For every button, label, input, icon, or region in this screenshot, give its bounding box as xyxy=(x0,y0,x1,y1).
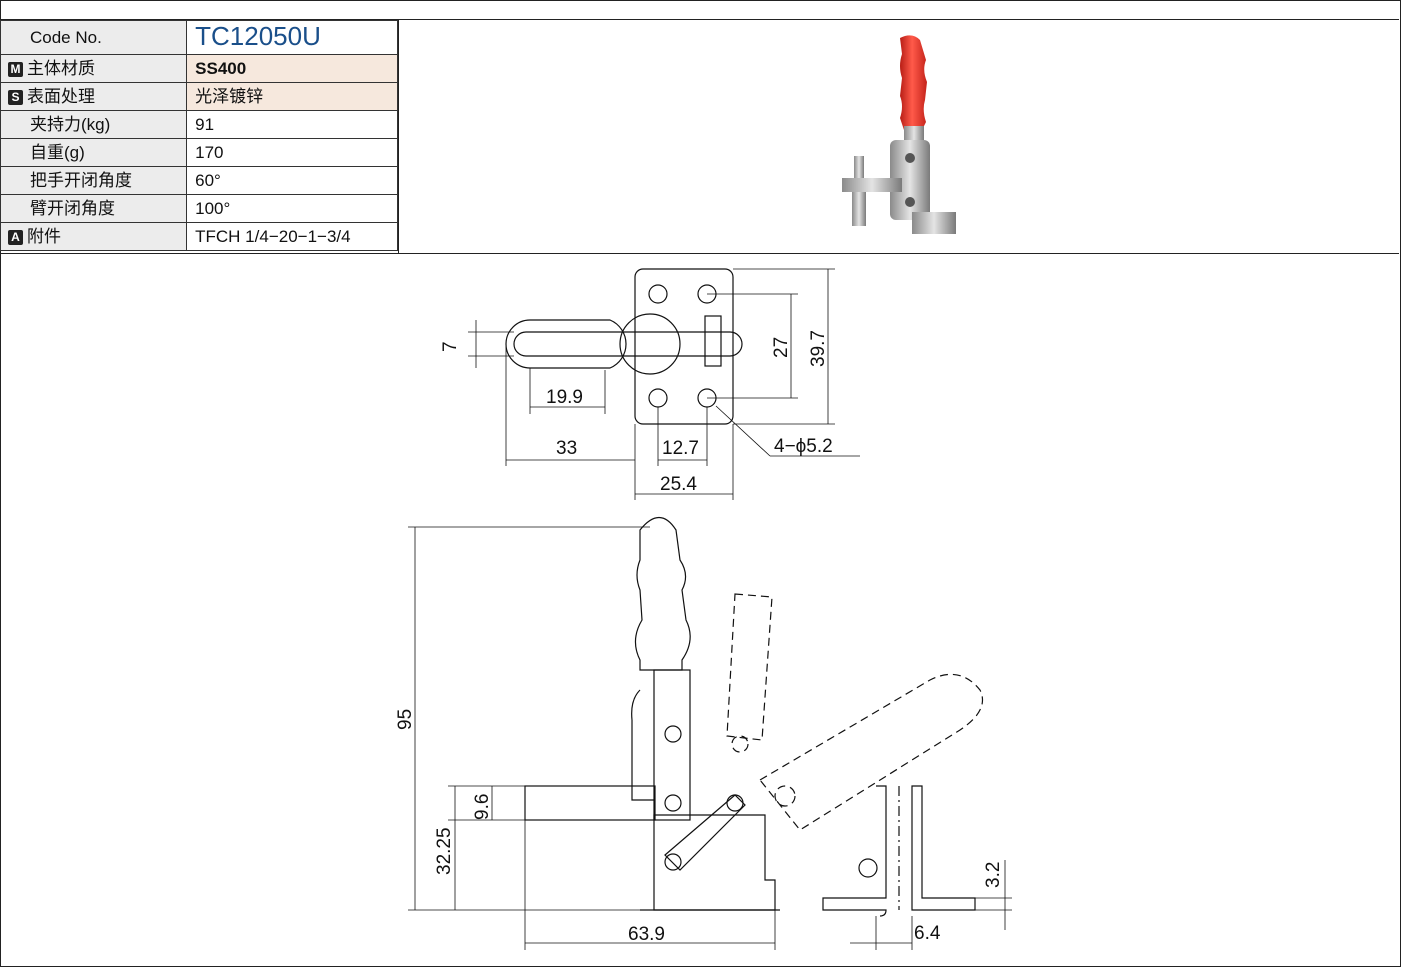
clamp-arm-side xyxy=(524,785,656,821)
badge-a: A xyxy=(8,230,23,245)
spec-key: 臂开闭角度 xyxy=(0,194,188,223)
technical-drawing: 7 19.9 33 12.7 25.4 27 39.7 4−ϕ5.2 95 32… xyxy=(395,268,1012,950)
handle-grip xyxy=(634,516,691,671)
pivot-pin xyxy=(664,725,682,743)
dim-arm-length: 33 xyxy=(556,438,577,459)
spec-key-label: 夹持力(kg) xyxy=(30,115,111,134)
spindle-head xyxy=(619,313,681,375)
spec-key-label: 主体材质 xyxy=(27,59,95,78)
accessory-value: TFCH 1/4−20−1−3/4 xyxy=(195,227,351,246)
dim-arm-height: 32.25 xyxy=(434,827,455,875)
material-value: SS400 xyxy=(195,59,247,78)
spec-key: 夹持力(kg) xyxy=(0,110,188,139)
spec-key: S 表面处理 xyxy=(0,82,188,111)
spec-value: 光泽镀锌 xyxy=(186,82,398,111)
spec-table: Code No. TC12050U M 主体材质 SS400 S 表面处理 光泽镀锌… xyxy=(0,20,398,251)
arm-angle-value: 100° xyxy=(195,199,231,218)
arm-bracket xyxy=(631,689,654,801)
pivot-pin xyxy=(664,794,682,812)
force-value: 91 xyxy=(195,115,215,134)
end-view-left xyxy=(822,785,887,917)
dim-base-depth: 39.7 xyxy=(808,330,829,367)
section-divider xyxy=(0,253,1399,254)
link-bar xyxy=(664,794,746,871)
badge-s: S xyxy=(8,90,23,105)
arm-slot xyxy=(513,331,743,357)
arm-open-outline xyxy=(759,673,984,831)
spec-value: 91 xyxy=(186,110,398,139)
dim-slot-offset: 19.9 xyxy=(546,387,583,408)
spec-value: TFCH 1/4−20−1−3/4 xyxy=(186,222,398,251)
mount-hole xyxy=(648,388,668,408)
spec-key-label: 臂开闭角度 xyxy=(30,199,115,218)
table-photo-divider xyxy=(398,20,399,253)
spec-key-label: 自重(g) xyxy=(30,143,85,162)
dim-arm-thickness: 9.6 xyxy=(472,794,493,820)
spec-key-label: 表面处理 xyxy=(27,87,95,106)
clamp-arm-top xyxy=(505,319,627,369)
spec-row-surface: S 表面处理 光泽镀锌 xyxy=(0,82,398,111)
spec-key-label: 附件 xyxy=(27,227,61,246)
spec-key-label: 把手开闭角度 xyxy=(30,171,132,190)
dim-slot-width: 7 xyxy=(440,341,461,352)
spec-value: 170 xyxy=(186,138,398,167)
dim-hole-spacing-y: 27 xyxy=(771,337,792,358)
spec-value: 100° xyxy=(186,194,398,223)
code-number: TC12050U xyxy=(195,20,321,51)
surface-value: 光泽镀锌 xyxy=(195,87,264,106)
handle-lever xyxy=(653,669,691,821)
spec-value: TC12050U xyxy=(186,20,398,55)
spec-key: 把手开闭角度 xyxy=(0,166,188,195)
dim-base-width: 25.4 xyxy=(660,474,697,495)
spec-row-code: Code No. TC12050U xyxy=(0,20,398,55)
dim-total-height: 95 xyxy=(395,709,416,730)
product-photo xyxy=(842,35,956,234)
base-plate-outline xyxy=(634,268,734,425)
badge-m: M xyxy=(8,62,23,77)
spec-row-force: 夹持力(kg) 91 xyxy=(0,110,398,139)
handle-open-outline xyxy=(726,593,773,741)
spec-value: 60° xyxy=(186,166,398,195)
dim-hole-spacing-x: 12.7 xyxy=(662,438,699,459)
dim-plate-thickness: 3.2 xyxy=(983,862,1004,888)
mount-hole xyxy=(648,284,668,304)
spec-row-material: M 主体材质 SS400 xyxy=(0,54,398,83)
spec-key: Code No. xyxy=(0,20,188,55)
spec-key: A 附件 xyxy=(0,222,188,251)
spec-key: M 主体材质 xyxy=(0,54,188,83)
dim-flange-width: 6.4 xyxy=(914,923,941,944)
handle-angle-value: 60° xyxy=(195,171,221,190)
spec-key-label: Code No. xyxy=(30,28,102,47)
spec-row-accessory: A 附件 TFCH 1/4−20−1−3/4 xyxy=(0,222,398,251)
spec-row-handle-angle: 把手开闭角度 60° xyxy=(0,166,398,195)
spec-key: 自重(g) xyxy=(0,138,188,167)
weight-value: 170 xyxy=(195,143,224,162)
dim-holes: 4−ϕ5.2 xyxy=(774,436,833,457)
dim-base-length: 63.9 xyxy=(628,924,665,945)
spec-value: SS400 xyxy=(186,54,398,83)
top-band xyxy=(0,0,1399,20)
end-view-right xyxy=(911,785,976,911)
spec-row-weight: 自重(g) 170 xyxy=(0,138,398,167)
pivot-pin xyxy=(664,853,682,871)
spec-row-arm-angle: 臂开闭角度 100° xyxy=(0,194,398,223)
handle-top xyxy=(704,315,722,367)
